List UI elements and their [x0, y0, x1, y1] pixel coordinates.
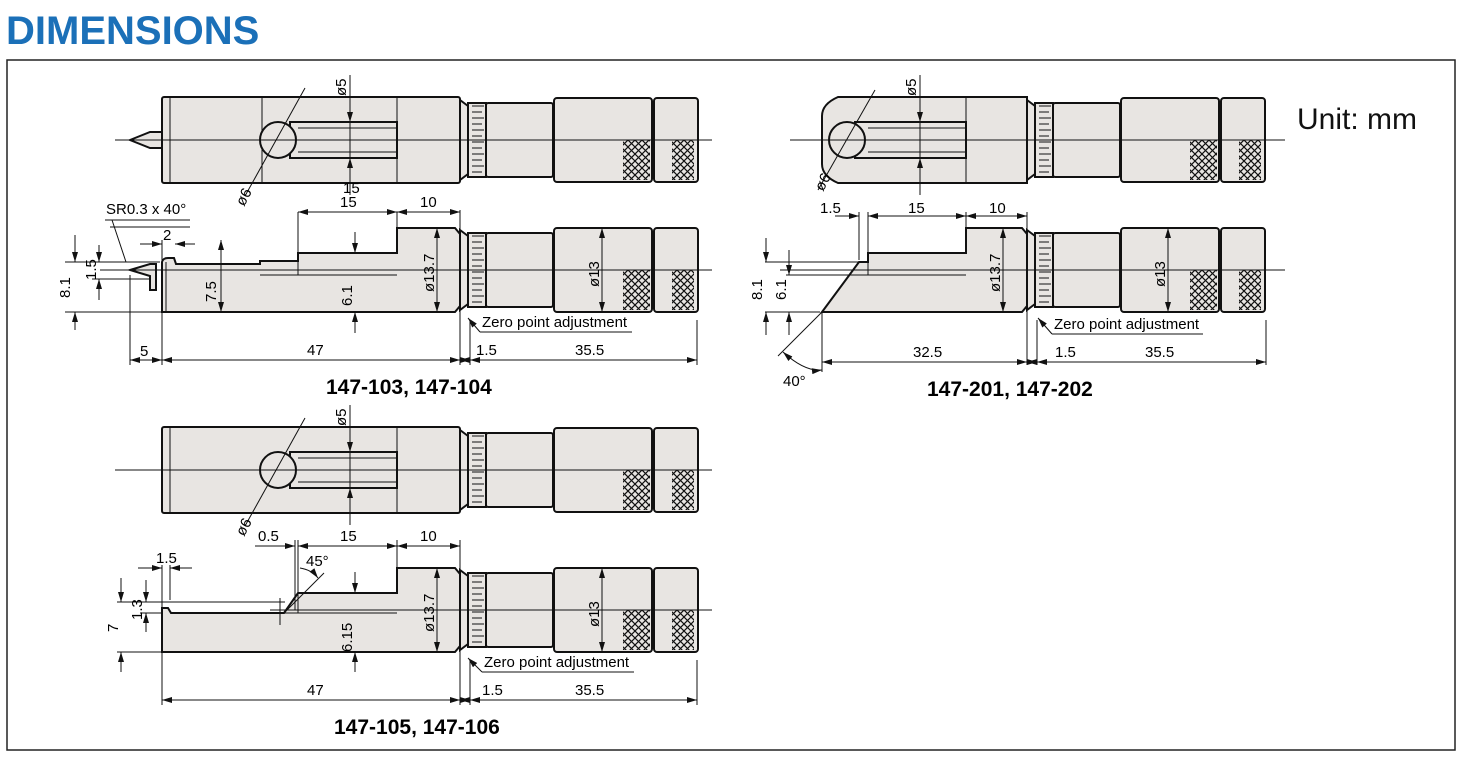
dim-15: 15 [340, 528, 357, 545]
dim-d5: ø5 [903, 78, 920, 96]
dim-d5: ø5 [333, 78, 350, 96]
dim-35-5: 35.5 [1145, 344, 1174, 361]
side-view: 1.5 15 10 8.1 6.1 ø13.7 ø13 Zero point a… [749, 200, 1285, 390]
dim-6-1: 6.1 [339, 285, 356, 306]
dim-8-1: 8.1 [57, 277, 74, 298]
drawing-147-105: ø5 ø6 [105, 405, 712, 739]
side-view: SR0.3 x 40° 2 15 10 8.1 1.5 7.5 6.1 ø13.… [57, 194, 712, 365]
dim-47: 47 [307, 342, 324, 359]
side-view: 0.5 15 10 1.5 45° 7 1.3 6.15 ø13.7 ø13 Z… [105, 528, 712, 705]
dim-32-5: 32.5 [913, 344, 942, 361]
model-label: 147-103, 147-104 [326, 376, 492, 399]
top-view: ø5 ø6 [115, 405, 712, 539]
dim-10: 10 [420, 528, 437, 545]
dim-top-15: 15 [343, 180, 360, 197]
dim-d13-7: ø13.7 [987, 254, 1004, 292]
zero-point-label: Zero point adjustment [482, 314, 628, 331]
dim-d5: ø5 [333, 408, 350, 426]
top-view: ø5 ø6 [790, 75, 1285, 195]
dim-d13: ø13 [586, 261, 603, 287]
drawing-147-103: ø5 ø6 15 [57, 75, 712, 399]
dim-47: 47 [307, 682, 324, 699]
dim-d13-7: ø13.7 [421, 254, 438, 292]
dim-15: 15 [908, 200, 925, 217]
page-title: DIMENSIONS [6, 9, 259, 53]
dim-10: 10 [420, 194, 437, 211]
dim-1-5: 1.5 [83, 259, 100, 280]
dim-d13: ø13 [586, 601, 603, 627]
dim-d6: ø6 [812, 170, 835, 193]
zero-point-label: Zero point adjustment [484, 654, 630, 671]
dim-1-5-len: 1.5 [1055, 344, 1076, 361]
model-label: 147-201, 147-202 [927, 378, 1093, 401]
drawing-147-201: ø5 ø6 [749, 75, 1285, 401]
dim-8-1: 8.1 [749, 279, 766, 300]
dim-45deg: 45° [306, 553, 329, 570]
dim-6-1: 6.1 [773, 279, 790, 300]
dim-d13-7: ø13.7 [421, 594, 438, 632]
zero-point-label: Zero point adjustment [1054, 316, 1200, 333]
dim-6-15: 6.15 [339, 623, 356, 652]
model-label: 147-105, 147-106 [334, 716, 500, 739]
dim-15: 15 [340, 194, 357, 211]
dim-1-5-len: 1.5 [482, 682, 503, 699]
dim-5: 5 [140, 343, 148, 360]
dim-2: 2 [163, 227, 171, 244]
dim-d6: ø6 [233, 515, 256, 538]
dim-7: 7 [105, 624, 122, 632]
dim-d13: ø13 [1152, 261, 1169, 287]
dim-35-5: 35.5 [575, 682, 604, 699]
top-view: ø5 ø6 15 [115, 75, 712, 209]
dim-7-5: 7.5 [203, 281, 220, 302]
unit-label: Unit: mm [1297, 103, 1417, 136]
dim-1-5: 1.5 [156, 550, 177, 567]
dim-d6: ø6 [233, 185, 256, 208]
dim-1-5-len: 1.5 [476, 342, 497, 359]
dim-10: 10 [989, 200, 1006, 217]
dim-40deg: 40° [783, 373, 806, 390]
dim-1-5: 1.5 [820, 200, 841, 217]
dim-sr: SR0.3 x 40° [106, 201, 186, 218]
drawing-frame [6, 59, 1456, 751]
dim-35-5: 35.5 [575, 342, 604, 359]
dim-0-5: 0.5 [258, 528, 279, 545]
dim-1-3: 1.3 [129, 599, 146, 620]
